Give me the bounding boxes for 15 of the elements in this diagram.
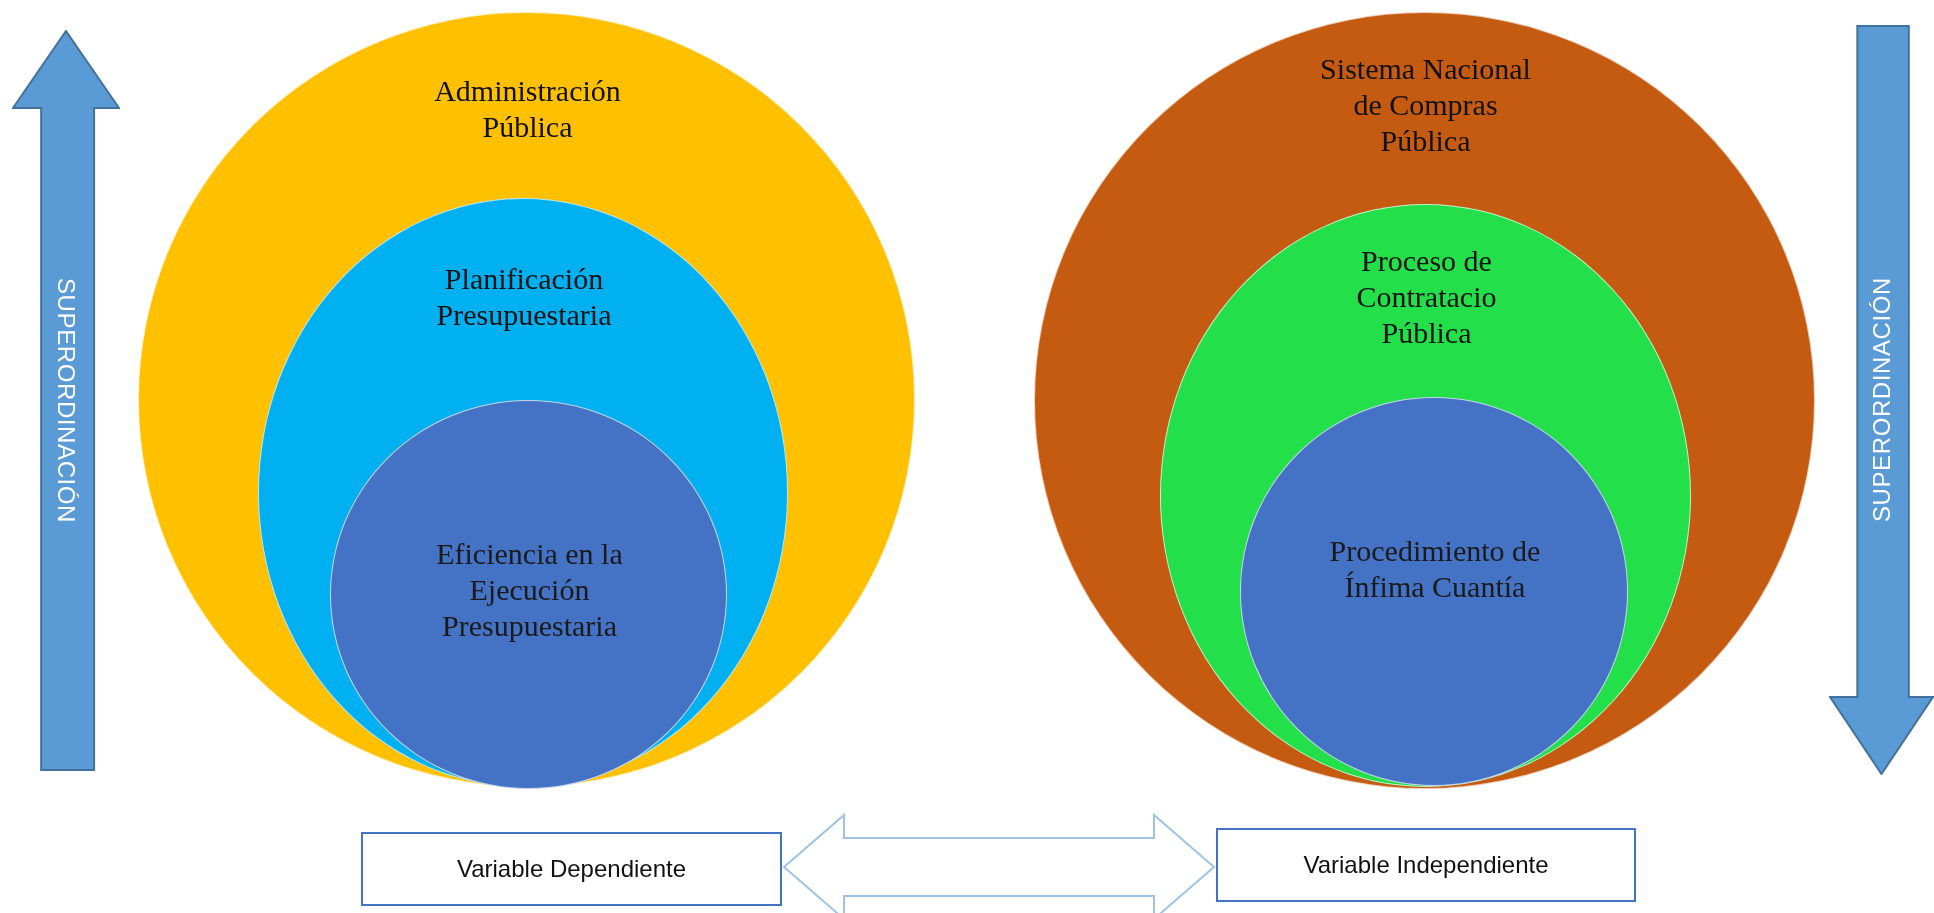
node-text: Proceso de Contratacio Pública: [1355, 243, 1498, 351]
node-text: SUPERORDINACIÓN: [52, 278, 81, 523]
node-text: Variable Independiente: [1303, 850, 1549, 880]
double-arrow: [782, 812, 1216, 913]
block-arrow: [12, 30, 120, 771]
node-text: Sistema Nacional de Compras Pública: [1319, 51, 1532, 159]
label-box: [361, 832, 782, 906]
node-text: SUPERORDINACIÓN: [1866, 277, 1896, 523]
block-arrow: [1829, 25, 1934, 775]
label-box: [1216, 828, 1636, 902]
node-text: Administración Pública: [433, 73, 622, 145]
node-text: Planificación Presupuestaria: [435, 261, 613, 333]
node-text: Eficiencia en la Ejecución Presupuestaria: [435, 536, 624, 644]
node-text: Variable Dependiente: [456, 854, 687, 884]
node-text: Procedimiento de Ínfima Cuantía: [1328, 533, 1542, 605]
